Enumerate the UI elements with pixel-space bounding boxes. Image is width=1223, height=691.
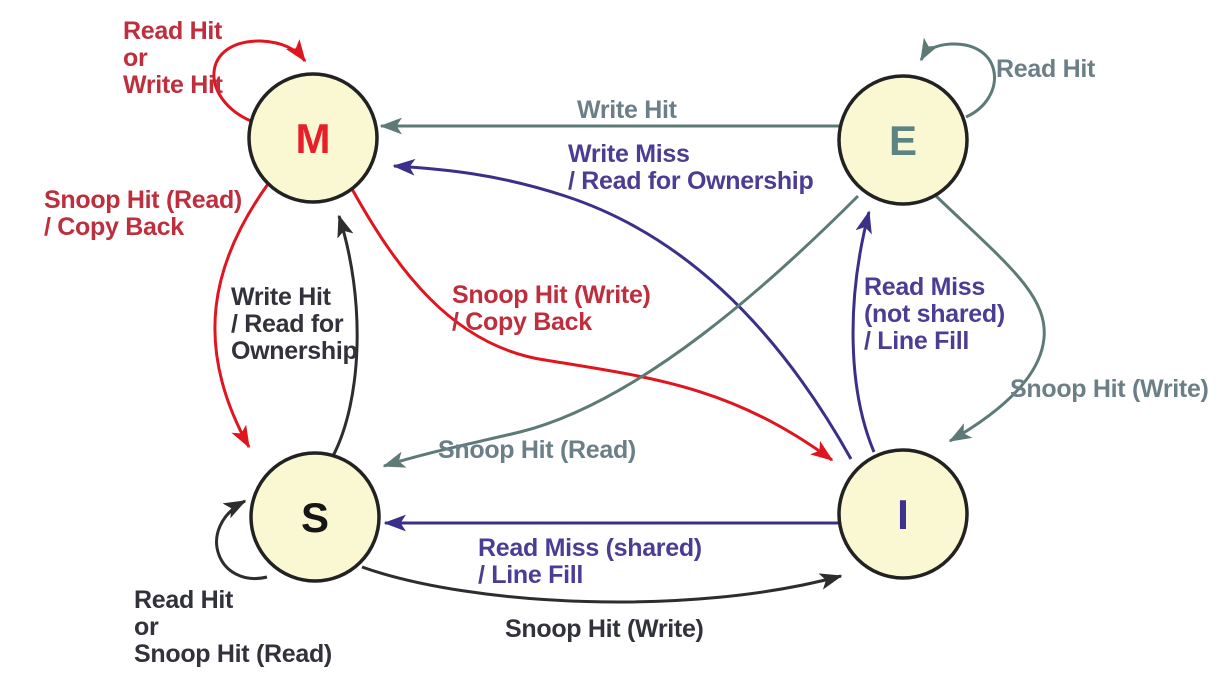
transition-e-to-s-label: Snoop Hit (Read) (438, 436, 636, 464)
transition-m-to-i-arrow (350, 188, 834, 462)
transition-s-to-m-arrow (331, 214, 359, 457)
transition-i-to-m-arrow (392, 158, 853, 460)
transition-s-to-m-label: Write Hit (231, 283, 332, 311)
transition-s-self-arrow (215, 499, 268, 580)
transition-i-to-e-label: / Line Fill (864, 327, 969, 355)
transition-i-to-s-label: / Line Fill (478, 561, 583, 589)
transition-m-to-i-label: / Copy Back (452, 308, 592, 336)
transition-e-to-m-label: Write Hit (577, 96, 678, 124)
state-i-label: I (897, 491, 909, 538)
transition-s-to-m-label: / Read for (231, 310, 344, 338)
state-m-label: M (296, 115, 331, 162)
transition-m-self-label: or (123, 44, 148, 72)
transition-m-self-label: Write Hit (123, 71, 224, 99)
transition-i-to-e-label: (not shared) (864, 300, 1005, 328)
state-e-node (837, 74, 969, 206)
state-s-node (249, 451, 381, 583)
transition-s-self-label: Snoop Hit (Read) (134, 640, 332, 668)
transition-s-self-label: Read Hit (134, 586, 234, 614)
state-e-label: E (889, 117, 917, 164)
state-m-node (247, 72, 379, 204)
transition-s-to-i-arrow (361, 565, 843, 604)
transition-i-to-m-label: / Read for Ownership (568, 167, 813, 195)
state-i-node (837, 448, 969, 580)
transition-m-self-label: Read Hit (123, 17, 223, 45)
transition-m-to-s-arrow (213, 183, 270, 449)
transition-e-to-s-arrow (382, 194, 860, 468)
transition-e-to-i-label: Snoop Hit (Write) (1010, 375, 1209, 403)
transition-m-to-s-label: / Copy Back (44, 213, 184, 241)
transition-m-self-arrow (212, 39, 307, 123)
transition-s-self-label: or (134, 613, 159, 641)
transition-i-to-m-label: Write Miss (568, 140, 690, 168)
transition-m-to-i-label: Snoop Hit (Write) (452, 281, 651, 309)
transition-i-to-e-label: Read Miss (864, 273, 985, 301)
transition-s-to-m-label: Ownership (231, 337, 358, 365)
transition-i-to-s-label: Read Miss (shared) (478, 534, 702, 562)
transition-e-to-i-arrow (934, 194, 1046, 443)
transition-m-to-s-label: Snoop Hit (Read) (44, 186, 242, 214)
transition-e-self-label: Read Hit (996, 55, 1096, 83)
transition-s-to-i-label: Snoop Hit (Write) (505, 615, 704, 643)
state-s-label: S (301, 494, 329, 541)
transition-e-self-arrow (919, 37, 996, 119)
transition-i-to-e-arrow (851, 210, 876, 453)
